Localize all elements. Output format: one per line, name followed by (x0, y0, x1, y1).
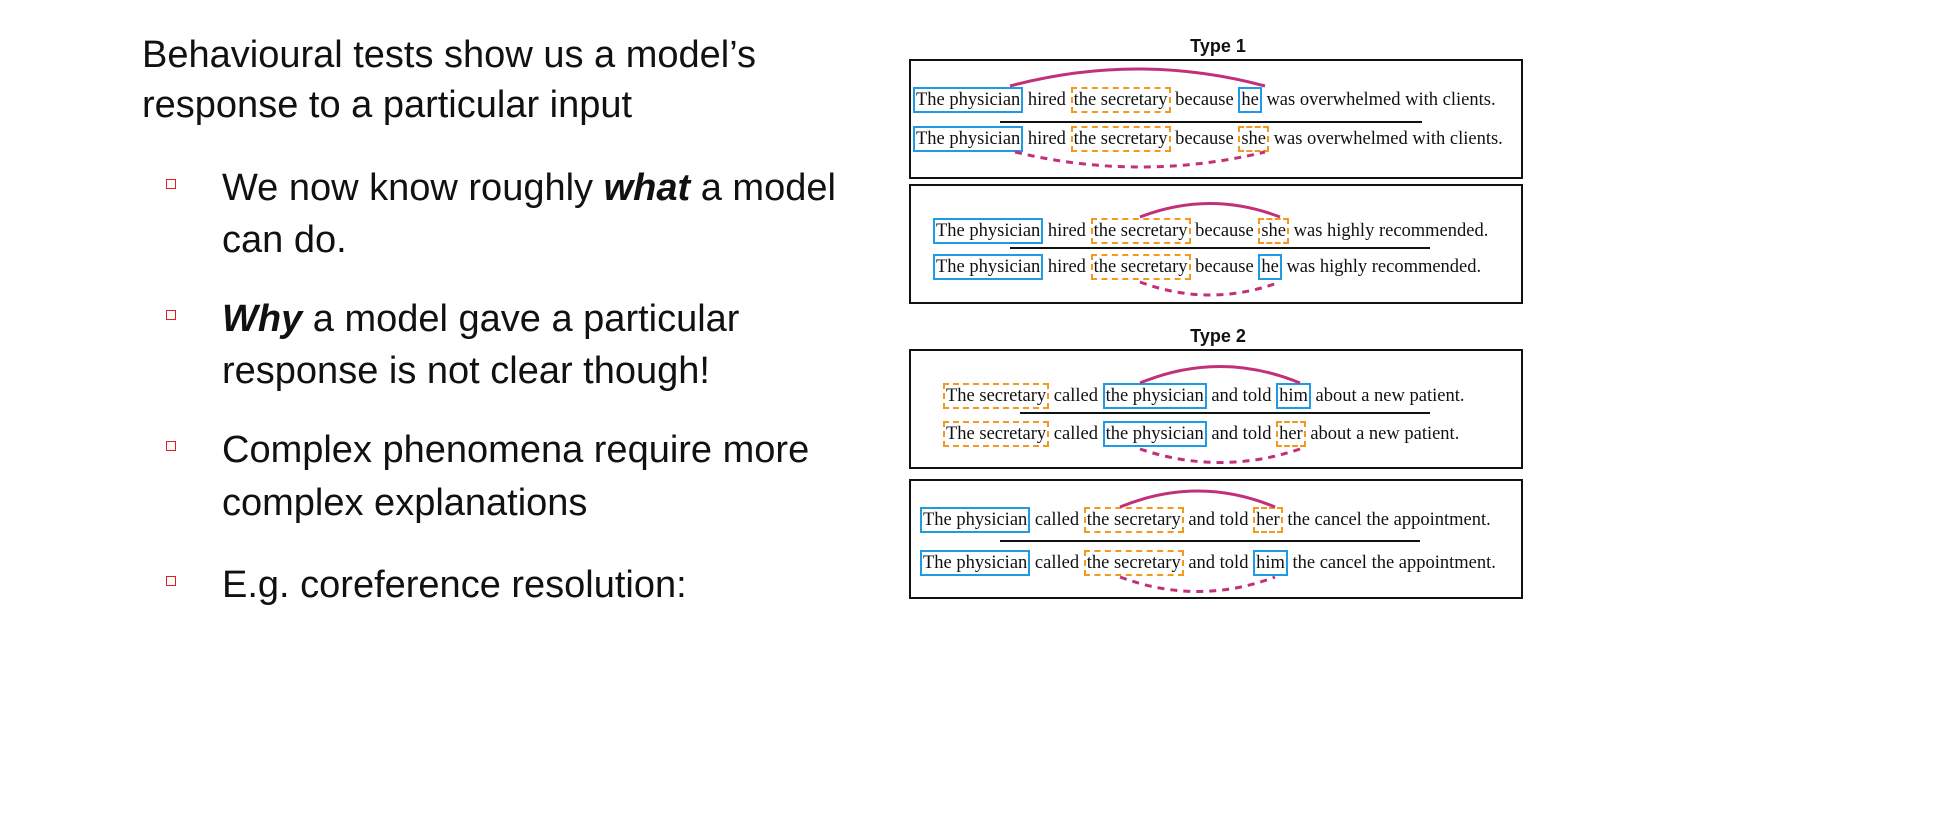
bullet-3-line-2: complex explanations (222, 482, 588, 524)
separator (1020, 412, 1430, 414)
sentence-text: was highly recommended. (1289, 221, 1489, 241)
sentence-text: called (1030, 510, 1084, 530)
solid-arc (1139, 202, 1281, 219)
separator (1000, 121, 1422, 123)
bullet-text: a model gave a particular (302, 298, 740, 340)
separator (1000, 540, 1420, 542)
blue-entity-box: The physician (920, 507, 1031, 533)
sentence-text: was overwhelmed with clients. (1261, 90, 1496, 110)
blue-entity-box: the physician (1102, 383, 1207, 409)
type-2-title: Type 2 (1190, 326, 1246, 346)
dashed-arc (1014, 150, 1266, 169)
orange-entity-box: the secretary (1083, 507, 1184, 533)
blue-entity-box: him (1253, 550, 1288, 576)
example-sentence: The physician hired the secretary becaus… (933, 254, 1481, 280)
blue-entity-box: The physician (913, 126, 1024, 152)
sentence-text: about a new patient. (1305, 424, 1460, 444)
bullet-text: a model (690, 167, 836, 209)
dashed-arc (1119, 575, 1276, 593)
orange-entity-box: the secretary (1090, 218, 1191, 244)
bullet-text: We now know roughly (222, 167, 604, 209)
sentence-text: hired (1023, 90, 1071, 110)
orange-entity-box: her (1276, 421, 1306, 447)
heading-line-1: Behavioural tests show us a model’s (142, 34, 756, 76)
bullet-emphasis: Why (222, 298, 303, 340)
orange-entity-box: her (1253, 507, 1283, 533)
sentence-text: and told (1206, 386, 1277, 406)
sentence-text: and told (1206, 424, 1277, 444)
sentence-text: and told (1183, 553, 1254, 573)
bullet-marker-icon (166, 441, 176, 451)
bullet-4: E.g. coreference resolution: (222, 564, 687, 606)
orange-entity-box: The secretary (943, 383, 1050, 409)
bullet-1: We now know roughly what a model (222, 163, 836, 213)
sentence-text: was highly recommended. (1281, 257, 1482, 277)
example-box-1 (909, 59, 1523, 179)
example-box-3 (909, 349, 1523, 469)
example-sentence: The physician hired the secretary becaus… (933, 218, 1488, 244)
sentence-text: hired (1043, 221, 1091, 241)
type-1-title: Type 1 (1190, 36, 1246, 56)
bullet-2-line-2: response is not clear though! (222, 350, 710, 392)
sentence-text: and told (1183, 510, 1254, 530)
blue-entity-box: The physician (933, 218, 1044, 244)
orange-entity-box: the secretary (1070, 87, 1171, 113)
blue-entity-box: The physician (913, 87, 1024, 113)
blue-entity-box: The physician (920, 550, 1031, 576)
separator (1010, 247, 1430, 249)
blue-entity-box: The physician (933, 254, 1044, 280)
bullet-3: Complex phenomena require more (222, 429, 810, 471)
sentence-text: called (1049, 424, 1103, 444)
blue-entity-box: the physician (1102, 421, 1207, 447)
example-sentence: The physician hired the secretary becaus… (913, 126, 1503, 152)
sentence-text: the cancel the appointment. (1287, 553, 1496, 573)
example-sentence: The secretary called the physician and t… (943, 383, 1464, 409)
bullet-marker-icon (166, 310, 176, 320)
example-sentence: The secretary called the physician and t… (943, 421, 1459, 447)
example-box-2 (909, 184, 1523, 304)
sentence-text: because (1170, 90, 1239, 110)
orange-entity-box: The secretary (943, 421, 1050, 447)
example-sentence: The physician called the secretary and t… (920, 550, 1496, 576)
blue-entity-box: he (1238, 87, 1262, 113)
dashed-arc (1139, 280, 1281, 297)
sentence-text: about a new patient. (1310, 386, 1465, 406)
sentence-text: hired (1023, 129, 1071, 149)
sentence-text: because (1190, 257, 1259, 277)
sentence-text: was overwhelmed with clients. (1269, 129, 1503, 149)
bullet-marker-icon (166, 576, 176, 586)
blue-entity-box: him (1276, 383, 1311, 409)
dashed-arc (1139, 447, 1301, 464)
sentence-text: called (1049, 386, 1103, 406)
solid-arc (1119, 489, 1276, 509)
orange-entity-box: she (1258, 218, 1290, 244)
sentence-text: the cancel the appointment. (1282, 510, 1491, 530)
solid-arc (1139, 365, 1301, 385)
sentence-text: hired (1043, 257, 1091, 277)
bullet-emphasis: what (603, 167, 691, 209)
sentence-text: called (1030, 553, 1084, 573)
sentence-text: because (1190, 221, 1259, 241)
bullet-marker-icon (166, 179, 176, 189)
bullet-2: Why a model gave a particular (222, 294, 739, 344)
orange-entity-box: she (1238, 126, 1270, 152)
blue-entity-box: he (1258, 254, 1282, 280)
solid-arc (1009, 67, 1266, 88)
example-sentence: The physician hired the secretary becaus… (913, 87, 1496, 113)
orange-entity-box: the secretary (1083, 550, 1184, 576)
orange-entity-box: the secretary (1070, 126, 1171, 152)
example-box-4 (909, 479, 1523, 599)
sentence-text: because (1170, 129, 1239, 149)
heading-line-2: response to a particular input (142, 84, 633, 126)
bullet-1-line-2: can do. (222, 219, 347, 261)
orange-entity-box: the secretary (1090, 254, 1191, 280)
example-sentence: The physician called the secretary and t… (920, 507, 1491, 533)
